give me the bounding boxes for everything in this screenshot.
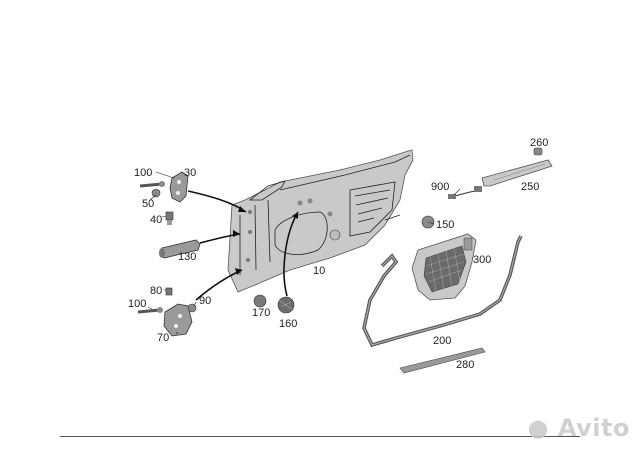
plug-170-part xyxy=(253,294,267,308)
callout-280: 280 xyxy=(456,359,474,371)
callout-160: 160 xyxy=(279,318,297,330)
callout-10: 10 xyxy=(313,265,325,277)
callout-40: 40 xyxy=(150,214,162,226)
hinge-washer-part xyxy=(151,188,161,198)
handle-cap-part xyxy=(533,147,543,156)
door-shell-part xyxy=(227,149,414,293)
watermark-text: Avito xyxy=(557,414,630,442)
callout-300: 300 xyxy=(473,254,491,266)
upper-hinge-part xyxy=(169,171,189,203)
callout-70: 70 xyxy=(157,332,169,344)
callout-50: 50 xyxy=(142,198,154,210)
callout-900: 900 xyxy=(431,181,449,193)
callout-260: 260 xyxy=(530,137,548,149)
lower-hinge-part xyxy=(163,303,193,337)
callout-30: 30 xyxy=(184,167,196,179)
callout-pointers xyxy=(147,171,461,335)
cable-part xyxy=(448,186,483,199)
speaker-panel-part xyxy=(411,233,477,301)
callout-150: 150 xyxy=(436,219,454,231)
callout-200: 200 xyxy=(433,335,451,347)
callout-90: 90 xyxy=(199,295,211,307)
avito-logo-icon: ● xyxy=(527,414,550,442)
watermark: ● Avito xyxy=(528,414,630,442)
hinge-nut-part xyxy=(165,211,174,225)
hinge-bolt-part xyxy=(139,181,165,188)
callout-250: 250 xyxy=(521,181,539,193)
baseline-divider xyxy=(60,436,580,437)
lower-hinge-bolt-part xyxy=(137,307,163,314)
check-strap-part xyxy=(159,239,201,259)
sill-strip-part xyxy=(399,347,486,374)
callout-100-upper: 100 xyxy=(134,167,152,179)
callout-80: 80 xyxy=(150,285,162,297)
door-seal-part xyxy=(362,235,523,348)
callout-130: 130 xyxy=(178,251,196,263)
plug-160-part xyxy=(277,296,295,314)
lower-hinge-nut-part xyxy=(165,287,173,296)
callout-100-lower: 100 xyxy=(128,298,146,310)
lower-hinge-washer-part xyxy=(187,303,197,313)
callout-170: 170 xyxy=(252,307,270,319)
leader-lines xyxy=(187,190,299,301)
door-handle-part xyxy=(481,159,553,187)
